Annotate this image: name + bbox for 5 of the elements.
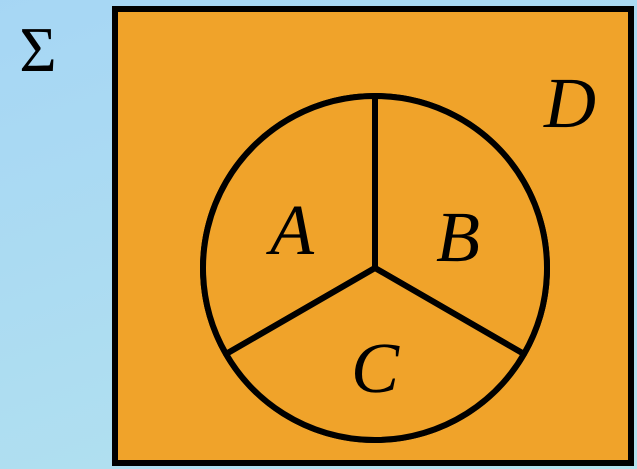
set-rectangle: [112, 6, 634, 466]
space-symbol: Σ: [19, 18, 57, 82]
set-label: C: [350, 332, 400, 404]
set-label: B: [436, 201, 480, 273]
set-label: D: [544, 67, 596, 139]
